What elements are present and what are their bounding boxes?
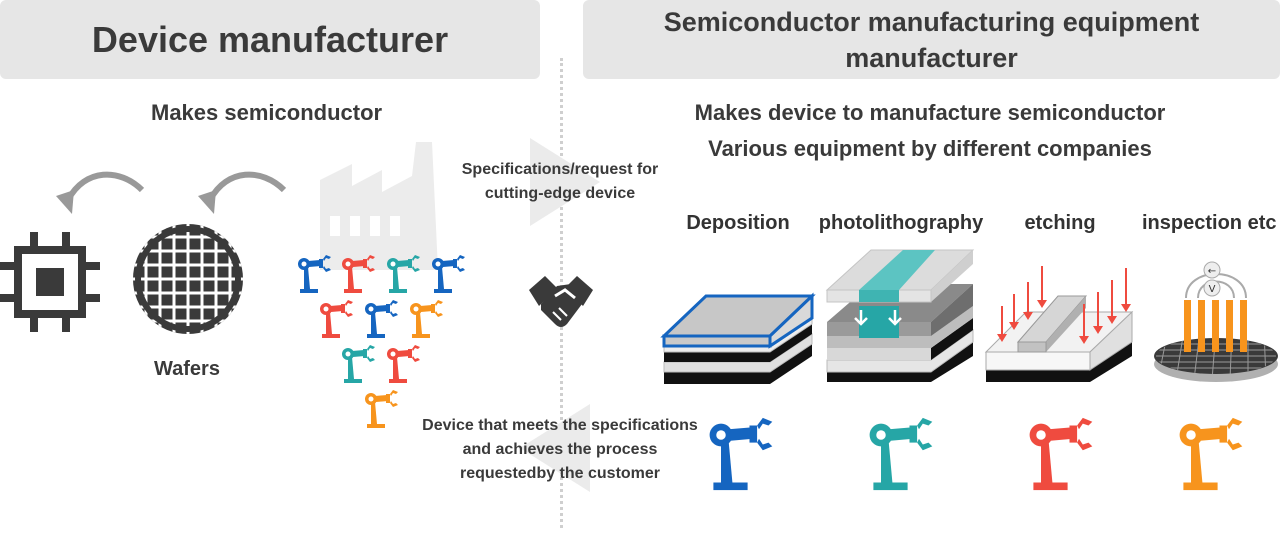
process-label-etching: etching	[1024, 212, 1096, 234]
robot-arm-icon	[383, 344, 423, 384]
process-label-photolithography: photolithography	[818, 212, 984, 234]
robot-arm-icon	[294, 254, 334, 294]
curved-arrow-icon	[198, 171, 287, 214]
robot-arm-icon	[383, 254, 423, 294]
robot-arm-icon	[316, 299, 356, 339]
request-text: Specifications/request for cutting-edge …	[461, 161, 659, 202]
deposition-icon	[660, 292, 816, 384]
right-subtitle-2: Various equipment by different companies	[708, 136, 1152, 161]
inspection-icon: ← V	[1154, 261, 1278, 382]
robot-arm-icon	[428, 254, 468, 294]
process-label-deposition: Deposition	[686, 212, 790, 234]
equipment-manufacturer-header: Semiconductor manufacturing equipment ma…	[583, 0, 1280, 79]
factory-icon	[320, 142, 438, 270]
right-subtitle-1: Makes device to manufacture semiconducto…	[694, 100, 1166, 125]
device-manufacturer-title: Device manufacturer	[91, 18, 449, 60]
request-arrow-icon	[530, 138, 600, 226]
robot-arm-icon	[361, 299, 401, 339]
svg-text:←: ←	[1208, 266, 1216, 277]
response-arrow-icon	[520, 404, 590, 492]
curved-arrow-icon	[56, 171, 145, 214]
robot-arm-icon	[338, 254, 378, 294]
robot-arm-icon	[361, 389, 401, 429]
robot-arm-icon	[1172, 416, 1248, 492]
device-manufacturer-header: Device manufacturer	[0, 0, 540, 79]
robot-arm-icon	[1022, 416, 1098, 492]
response-text-1: Device that meets the specifications	[422, 417, 698, 434]
wafers-label: Wafers	[154, 358, 220, 380]
robot-arm-icon	[406, 299, 446, 339]
left-subtitle: Makes semiconductor	[151, 100, 383, 125]
process-label-inspection: inspection etc	[1142, 212, 1277, 234]
robot-arm-icon	[338, 344, 378, 384]
chip-icon	[0, 232, 100, 332]
robot-arm-icon	[702, 416, 778, 492]
equipment-manufacturer-title: Semiconductor manufacturing equipment ma…	[663, 6, 1200, 73]
robot-arm-icon	[862, 416, 938, 492]
etching-icon	[984, 266, 1134, 382]
response-text-3: requestedby the customer	[459, 465, 661, 482]
handshake-icon	[529, 276, 593, 327]
photolithography-icon	[825, 249, 975, 382]
wafer-icon	[133, 224, 243, 334]
svg-text:V: V	[1209, 284, 1216, 295]
response-text-2: and achieves the process	[462, 441, 658, 458]
